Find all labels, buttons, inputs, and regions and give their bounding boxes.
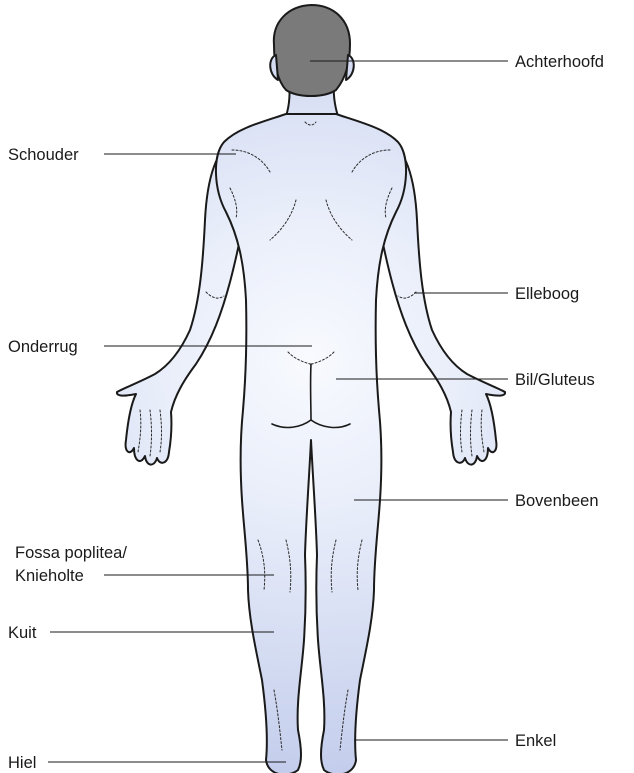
label-kuit: Kuit — [8, 624, 37, 642]
human-body-figure — [117, 5, 505, 773]
label-fossa-line1: Fossa poplitea/ — [15, 544, 127, 562]
label-elleboog: Elleboog — [515, 285, 579, 303]
label-onderrug: Onderrug — [8, 338, 78, 356]
label-hiel: Hiel — [8, 754, 36, 772]
head-hair — [274, 5, 350, 96]
left-ear — [270, 55, 278, 80]
torso-and-legs — [216, 114, 406, 773]
label-bovenbeen: Bovenbeen — [515, 492, 599, 510]
label-fossa-line2: Knieholte — [15, 567, 84, 585]
right-ear — [346, 55, 354, 80]
label-enkel: Enkel — [515, 732, 556, 750]
label-achterhoofd: Achterhoofd — [515, 53, 604, 71]
label-bil: Bil/Gluteus — [515, 371, 595, 389]
label-schouder: Schouder — [8, 146, 79, 164]
